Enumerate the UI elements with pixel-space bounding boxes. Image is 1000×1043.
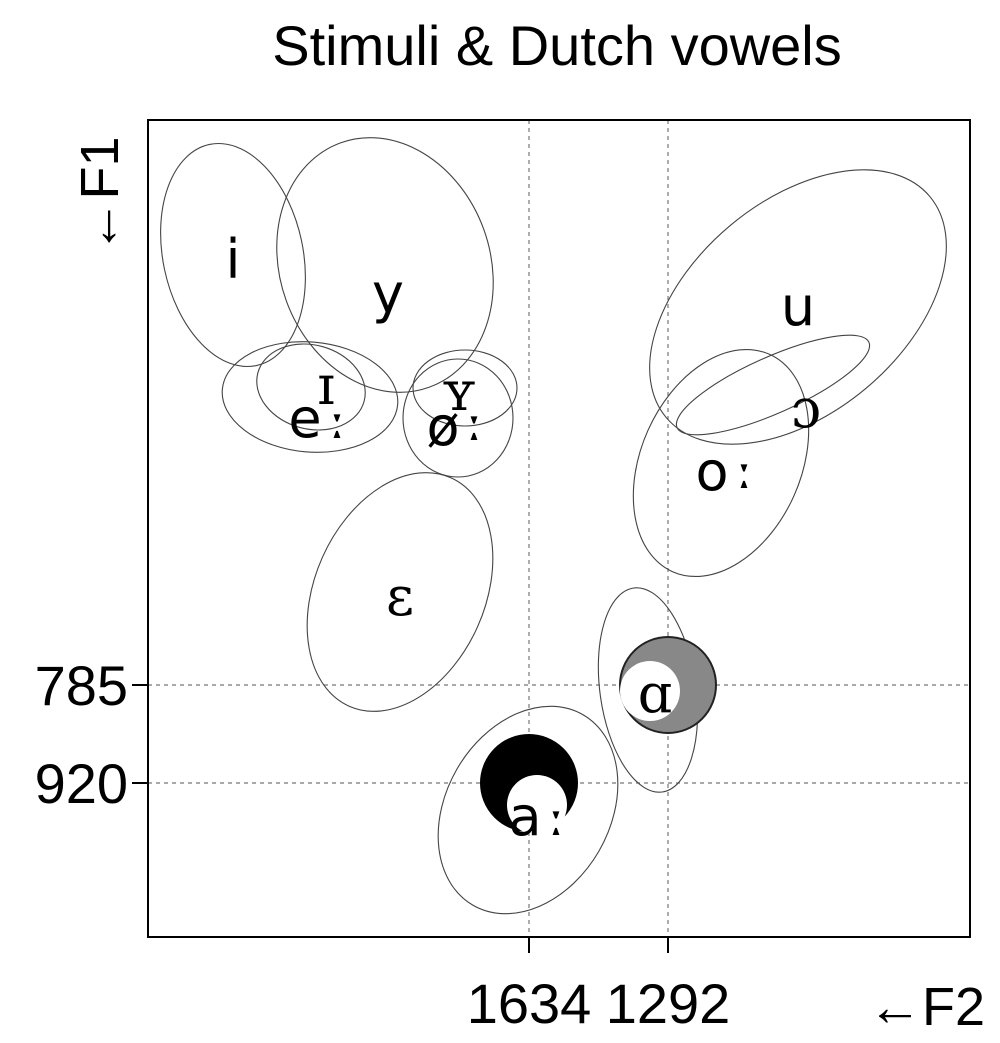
vowel-ellipse-4 (256, 343, 366, 431)
vowel-label-6: ø (426, 395, 459, 458)
stimulus-markers (480, 636, 717, 835)
vowel-label-0: i (225, 228, 240, 291)
y-tick-label-1: 920 (35, 752, 128, 815)
vowel-ellipses (160, 137, 947, 915)
vowel-label-9: ɔ (791, 377, 821, 440)
vowel-label-2: u (781, 275, 815, 338)
vowel-label-14: a (508, 785, 541, 848)
vowel-label-10: o (695, 440, 728, 503)
vowel-ellipse-1 (276, 137, 494, 393)
vowel-ellipse-11 (437, 705, 619, 915)
y-tick-label-0: 785 (35, 654, 128, 717)
ylabel-group: ←F1 (70, 136, 130, 253)
x-tick-label-1: 1292 (606, 972, 731, 1035)
vowel-label-5: ː (328, 388, 346, 451)
vowel-ellipse-5 (402, 358, 514, 478)
stimulus-highlight-gray (620, 661, 680, 721)
vowel-ellipse-0 (160, 142, 306, 368)
plot-frame (147, 119, 971, 938)
vowel-label-8: ː (465, 390, 483, 453)
vowel-ellipse-2 (649, 169, 947, 445)
vowel-ellipse-6 (412, 349, 518, 427)
stimulus-highlight-black (507, 775, 567, 835)
vowel-ellipse-9 (306, 472, 494, 712)
chart-title: Stimuli & Dutch vowels (272, 14, 842, 77)
vowel-label-15: ː (547, 785, 565, 848)
x-axis-label: ←F2 (868, 977, 985, 1037)
y-axis-label: ←F1 (70, 136, 130, 253)
vowel-label-1: y (372, 262, 404, 325)
vowel-label-7: ʏ (441, 360, 476, 423)
x-tick-label-0: 1634 (467, 972, 592, 1035)
vowel-ellipse-8 (632, 348, 810, 578)
y-ticks: 785 920 (35, 654, 148, 815)
vowel-label-11: ː (735, 438, 753, 501)
vowel-label-12: ɛ (386, 565, 414, 628)
vowel-ellipse-7 (675, 334, 871, 436)
vowel-label-4: ɪ (317, 354, 334, 417)
vowel-ellipse-3 (221, 341, 399, 453)
vowel-label-3: e (288, 387, 321, 450)
vowel-label-13: ɑ (638, 662, 673, 725)
